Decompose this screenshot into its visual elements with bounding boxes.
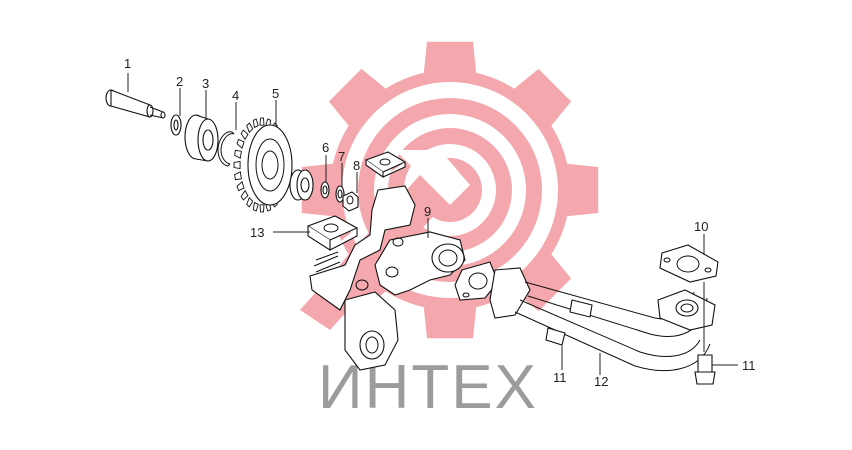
- part-3-bearing: [184, 114, 219, 162]
- callout-13: 13: [250, 225, 264, 240]
- gear-tooth: [240, 129, 249, 141]
- callout-11-right: 11: [742, 358, 756, 373]
- callout-7: 7: [338, 149, 345, 164]
- callout-10: 10: [694, 219, 708, 234]
- bolts: [545, 299, 716, 385]
- callout-3: 3: [202, 76, 209, 91]
- gear-tooth: [567, 163, 599, 217]
- part-2-washer: [170, 114, 182, 136]
- spring: [313, 251, 341, 277]
- gear-tooth: [252, 201, 259, 212]
- part-13-bracket: [306, 215, 359, 252]
- callout-11-left: 11: [553, 370, 567, 385]
- watermark-text: ИНТЕХ: [318, 353, 538, 422]
- gear-tooth: [259, 117, 265, 126]
- part-5-inner-bearing: [289, 169, 314, 201]
- gear-tooth: [252, 118, 259, 129]
- callout-5: 5: [272, 86, 279, 101]
- gear-tooth: [240, 189, 249, 201]
- gear-tooth: [234, 149, 242, 159]
- callout-6: 6: [322, 140, 329, 155]
- callout-8: 8: [353, 158, 360, 173]
- gear-tooth: [234, 171, 242, 181]
- gear-tooth: [246, 122, 254, 134]
- square-nut-plate: [364, 151, 407, 179]
- leader-lines: [127, 73, 738, 375]
- gear-tooth: [236, 181, 245, 192]
- gear-tooth: [236, 138, 245, 149]
- part-1-shaft: [105, 89, 166, 119]
- part-5-gear: [233, 117, 293, 213]
- gasket-mid: [454, 261, 499, 301]
- gear-tooth: [328, 68, 386, 126]
- callout-4: 4: [232, 88, 239, 103]
- gear-tooth: [246, 196, 254, 208]
- part-9-pump-body: [309, 185, 466, 371]
- callout-1: 1: [124, 56, 131, 71]
- gear-tooth: [423, 307, 477, 339]
- gear-tooth: [423, 41, 477, 73]
- gear-tooth: [514, 68, 572, 126]
- gear-tooth: [514, 254, 572, 312]
- part-7-washer: [335, 185, 345, 203]
- part-8-nut: [342, 191, 359, 212]
- gear-tooth: [233, 160, 241, 170]
- part-4-snap-ring: [217, 131, 235, 167]
- part-10-gasket: [659, 244, 719, 283]
- callout-labels: 1 2 3 4 5 6 7 8 9 10 11 11 12 13: [124, 56, 756, 389]
- part-12-pipe: [489, 267, 716, 372]
- part-6-washer: [320, 181, 330, 199]
- callout-2: 2: [176, 74, 183, 89]
- callout-9: 9: [424, 204, 431, 219]
- gear-tooth: [259, 204, 265, 213]
- callout-12: 12: [594, 374, 608, 389]
